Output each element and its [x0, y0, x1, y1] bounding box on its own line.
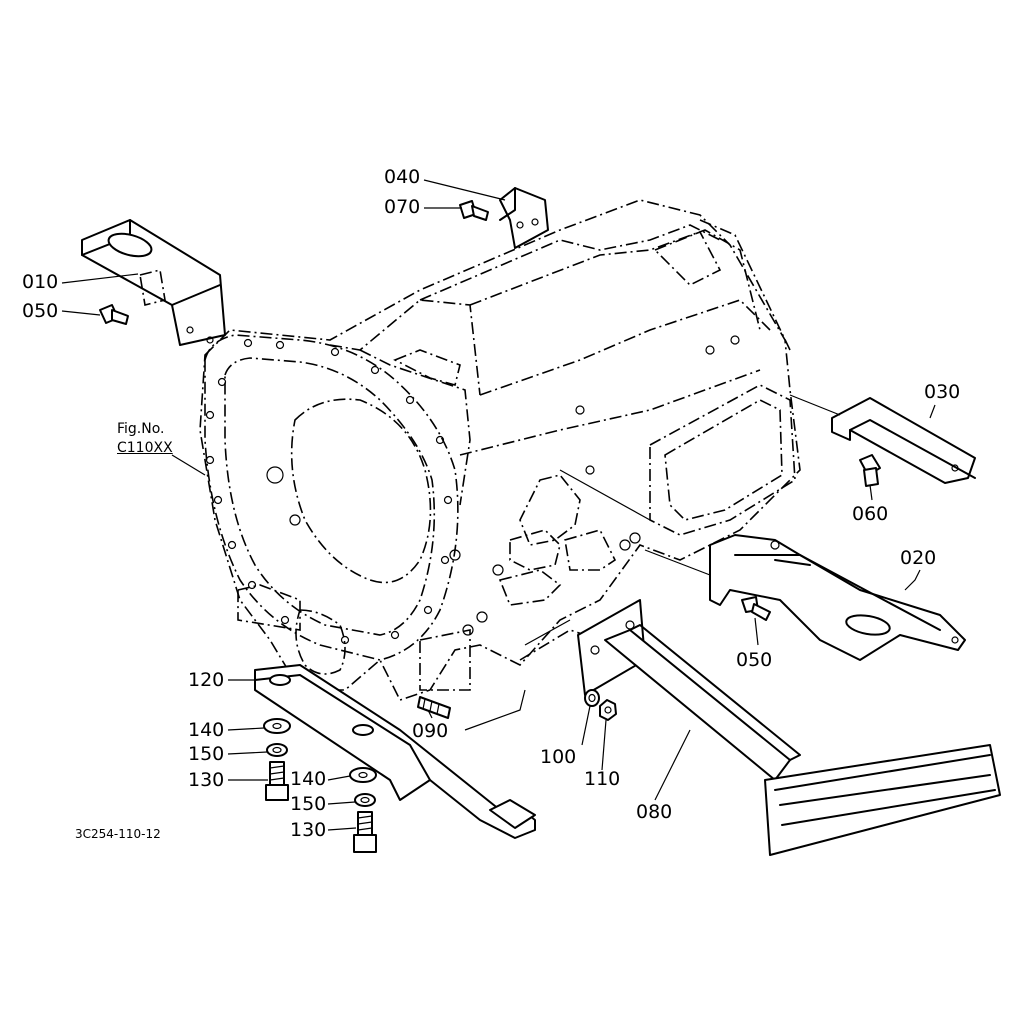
callout-050-left: 050 — [22, 300, 59, 322]
bolt-070 — [459, 200, 489, 221]
bolt-060 — [859, 454, 881, 487]
callout-090: 090 — [412, 720, 449, 742]
callout-080: 080 — [636, 801, 673, 823]
bracket-120 — [254, 664, 536, 839]
bolt-050-right — [741, 596, 771, 621]
callout-110: 110 — [584, 768, 621, 790]
bracket-010 — [81, 219, 226, 346]
nut-100 — [584, 689, 600, 707]
callout-150-right: 150 — [290, 793, 327, 815]
bracket-030 — [831, 397, 976, 484]
nut-110 — [599, 699, 617, 721]
callout-150-left: 150 — [188, 743, 225, 765]
case-holes — [205, 335, 740, 645]
callout-050-right: 050 — [736, 649, 773, 671]
front-flange — [204, 334, 459, 675]
washer-140-left — [263, 718, 291, 734]
callout-010: 010 — [22, 271, 59, 293]
stud-090 — [417, 696, 451, 719]
leader-lines — [61, 179, 936, 831]
drawing-number: 3C254-110-12 — [75, 827, 161, 841]
callout-030: 030 — [924, 381, 961, 403]
fig-ref-line2: C110XX — [117, 440, 173, 456]
bolt-050-left — [99, 304, 129, 325]
lockwasher-150-right — [354, 793, 376, 807]
bracket-040 — [499, 187, 549, 249]
callout-070: 070 — [384, 196, 421, 218]
bracket-020 — [709, 534, 966, 661]
footrest-080 — [577, 599, 1001, 856]
transmission-case — [199, 199, 801, 701]
callout-130-left: 130 — [188, 769, 225, 791]
bolt-130-right — [353, 811, 377, 853]
callout-060: 060 — [852, 503, 889, 525]
washer-140-right — [349, 767, 377, 783]
callout-040: 040 — [384, 166, 421, 188]
callout-140-left: 140 — [188, 719, 225, 741]
callout-020: 020 — [900, 547, 937, 569]
callout-140-right: 140 — [290, 768, 327, 790]
callout-100: 100 — [540, 746, 577, 768]
callout-130-right: 130 — [290, 819, 327, 841]
bolt-130-left — [265, 761, 289, 801]
callout-120: 120 — [188, 669, 225, 691]
lockwasher-150-left — [266, 743, 288, 757]
fig-ref-line1: Fig.No. — [117, 421, 165, 437]
